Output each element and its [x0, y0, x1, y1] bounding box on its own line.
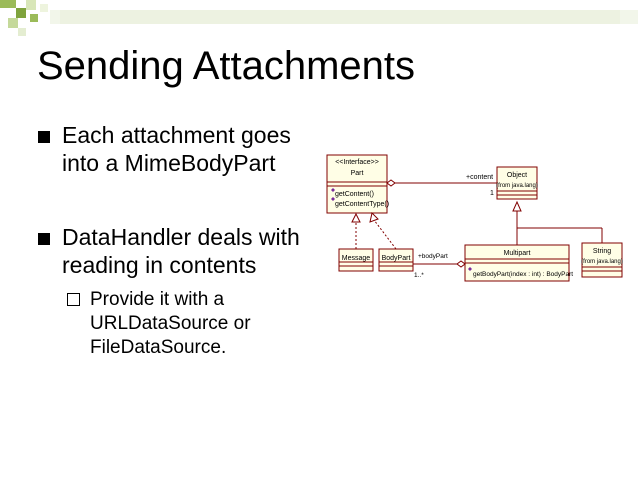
- bullet-line: reading in contents: [62, 252, 257, 278]
- sub-bullet-line: Provide it with a: [90, 289, 225, 310]
- aggregation-diamond: [386, 179, 396, 187]
- sub-bullet-line: URLDataSource or: [90, 313, 251, 334]
- part-op-getcontent: getContent(): [335, 191, 374, 198]
- slide-title: Sending Attachments: [37, 44, 416, 88]
- string-package: (from java.lang): [581, 259, 623, 265]
- part-name: Part: [351, 170, 364, 177]
- object-package: (from java.lang): [496, 183, 538, 189]
- bullet-marker: [38, 131, 50, 143]
- realization-arrow: [369, 212, 379, 223]
- object-name: Object: [507, 172, 527, 179]
- sub-bullet-text: Provide it with a URLDataSource or FileD…: [90, 288, 251, 360]
- bullet-line: DataHandler deals with: [62, 224, 300, 250]
- bodypart-class: BodyPart: [378, 248, 414, 272]
- realization-arrow: [351, 212, 361, 223]
- sub-bullet-marker: [67, 293, 80, 306]
- string-name: String: [593, 248, 611, 255]
- multipart-name: Multipart: [504, 250, 531, 257]
- operation-icon: [468, 267, 472, 271]
- bullet-text: Each attachment goes into a MimeBodyPart: [62, 121, 291, 177]
- bodypart-multiplicity: 1..*: [414, 272, 424, 279]
- uml-class-diagram: <<Interface>> Part getContent() getConte…: [326, 154, 623, 282]
- part-stereotype: <<Interface>>: [335, 159, 379, 166]
- generalization-arrow: [512, 200, 522, 212]
- bodypart-name: BodyPart: [382, 255, 411, 262]
- bullet-line: Each attachment goes: [62, 122, 291, 148]
- bullet-line: into a MimeBodyPart: [62, 150, 276, 176]
- multipart-class: Multipart getBodyPart(index : int) : Bod…: [464, 244, 573, 282]
- object-class: Object (from java.lang): [496, 166, 538, 200]
- aggregation-diamond: [456, 260, 466, 268]
- part-class: <<Interface>> Part getContent() getConte…: [326, 154, 389, 214]
- part-op-getcontenttype: getContentType(): [335, 201, 389, 208]
- operation-icon: [331, 197, 335, 201]
- message-class: Message: [338, 248, 374, 272]
- operation-icon: [331, 188, 335, 192]
- bullet-text: DataHandler deals with reading in conten…: [62, 223, 300, 279]
- bodypart-role-label: +bodyPart: [418, 253, 448, 260]
- content-role-label: +content: [466, 174, 493, 181]
- message-name: Message: [342, 255, 371, 262]
- bullet-marker: [38, 233, 50, 245]
- content-multiplicity: 1: [490, 190, 494, 197]
- multipart-op-getbodypart: getBodyPart(index : int) : BodyPart: [473, 271, 573, 278]
- string-class: String (from java.lang): [581, 242, 623, 278]
- decorative-header-squares: [0, 0, 638, 36]
- sub-bullet-line: FileDataSource.: [90, 337, 227, 358]
